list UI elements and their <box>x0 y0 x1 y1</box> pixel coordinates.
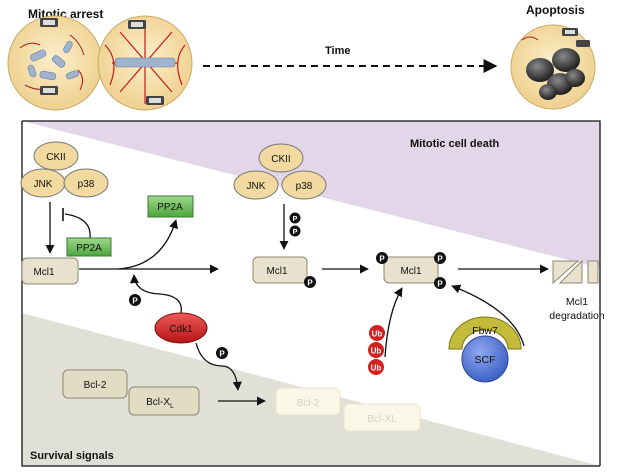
phospho-badge-icon: P <box>216 347 228 359</box>
pp2a-box-upper <box>147 195 194 218</box>
svg-text:P: P <box>292 227 297 236</box>
phospho-badge-icon: P <box>289 212 301 224</box>
mcl1-box-unphosphorylated <box>21 257 79 285</box>
svg-text:Ub: Ub <box>371 347 382 356</box>
time-label: Time <box>325 45 350 57</box>
jnk-label: JNK <box>247 181 266 192</box>
scf-label: SCF <box>475 354 496 366</box>
svg-text:P: P <box>292 214 297 223</box>
svg-text:P: P <box>132 297 138 306</box>
fbw7-node <box>448 316 522 350</box>
apoptotic-cell <box>510 24 596 110</box>
phospho-badge-icon: P <box>129 294 141 306</box>
phospho-badge-icon: P <box>304 276 316 288</box>
cdk1-label: Cdk1 <box>169 324 193 335</box>
survival-signals-label: Survival signals <box>30 450 114 462</box>
apoptosis-label: Apoptosis <box>526 3 585 17</box>
svg-text:P: P <box>437 280 443 289</box>
kinetochore-icon <box>562 28 590 47</box>
ckii-label: CKII <box>46 152 65 163</box>
pp2a-label: PP2A <box>76 243 102 254</box>
p38-label: p38 <box>78 179 95 190</box>
phospho-badge-icon: P <box>376 252 388 264</box>
kinetochore-icon <box>40 18 58 95</box>
apoptotic-body-icon <box>526 48 585 100</box>
to-pp2a-arrow <box>117 219 178 270</box>
svg-text:P: P <box>437 255 443 264</box>
mitotic-cell-1 <box>7 15 103 111</box>
bclxl-box <box>128 386 200 416</box>
cdk1-to-bcl-arrow <box>195 342 242 391</box>
phospho-badge-icon: P <box>434 252 446 264</box>
degradation-label-line1: Mcl1 <box>566 296 588 308</box>
bcl2-label: Bcl-2 <box>84 380 107 391</box>
mcl1-label: Mcl1 <box>33 267 55 278</box>
scf-to-mcl1-arrow <box>451 284 525 347</box>
jnk-label: JNK <box>34 179 53 190</box>
bclxl-faded-box <box>343 403 421 432</box>
mitotic-cell-death-label: Mitotic cell death <box>410 138 500 150</box>
mcl1-box-multiphospho <box>383 256 439 284</box>
svg-text:P: P <box>307 279 313 288</box>
cdk1-phospho-arrow <box>129 274 182 314</box>
phospho-badge-icon: P <box>289 225 301 237</box>
p38-label: p38 <box>296 181 313 192</box>
svg-text:Ub: Ub <box>371 364 382 373</box>
svg-text:Ub: Ub <box>372 330 383 339</box>
kinetochore-icon <box>128 20 164 105</box>
ubiquitin-badge-icon: Ub <box>368 359 384 375</box>
degradation-label-line2: degradation <box>549 310 605 322</box>
ubiquitination-arrow <box>384 287 403 358</box>
fbw7-label: Fbw7 <box>472 325 498 337</box>
microtubule-icon <box>19 34 85 91</box>
cdk1-node <box>154 312 208 344</box>
ckii-label: CKII <box>271 154 290 165</box>
chromosome-icon <box>114 57 176 68</box>
bcl2-faded-box <box>275 387 341 416</box>
phospho-badge-icon: P <box>434 277 446 289</box>
ubiquitin-badge-icon: Ub <box>368 342 384 358</box>
degraded-mcl1-fragments <box>552 259 599 285</box>
scf-node <box>461 335 509 383</box>
ubiquitin-badge-icon: Ub <box>369 325 385 341</box>
svg-text:P: P <box>219 350 225 359</box>
mcl1-box-phospho-1 <box>252 256 308 284</box>
mcl1-label: Mcl1 <box>400 266 422 277</box>
pp2a-inhibition-line <box>64 213 91 239</box>
pp2a-box-lower <box>66 237 112 257</box>
kinase-cluster-left: CKII JNK p38 <box>20 141 109 198</box>
kinase-cluster-middle: CKII JNK p38 <box>233 143 327 200</box>
bclxl-faded-label: Bcl-XL <box>367 414 397 425</box>
mitotic-cell-2 <box>97 15 193 111</box>
bclxl-label: Bcl-XL <box>146 397 174 410</box>
mcl1-label: Mcl1 <box>266 266 288 277</box>
svg-text:P: P <box>379 255 385 264</box>
pp2a-label: PP2A <box>157 202 183 213</box>
bcl2-faded-label: Bcl-2 <box>297 398 320 409</box>
bcl2-box <box>62 369 128 399</box>
chromosome-icon <box>27 41 80 81</box>
